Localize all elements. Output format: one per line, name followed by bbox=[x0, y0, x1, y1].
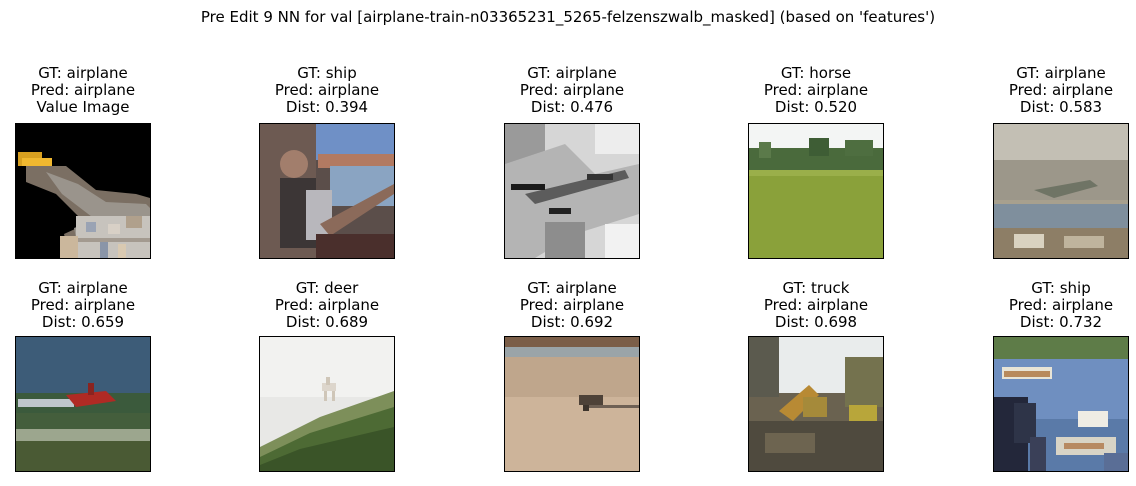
dist-label: Dist: 0.476 bbox=[530, 98, 614, 116]
gray-airplane-image bbox=[505, 124, 639, 258]
gt-label: GT: ship bbox=[297, 64, 357, 82]
gt-label: GT: airplane bbox=[527, 279, 617, 297]
dist-label: Dist: 0.698 bbox=[774, 313, 858, 331]
gt-label: GT: truck bbox=[782, 279, 850, 297]
neighbor-image bbox=[993, 336, 1129, 472]
dist-label: Dist: 0.583 bbox=[1019, 98, 1103, 116]
gt-label: GT: deer bbox=[295, 279, 359, 297]
gt-label: GT: airplane bbox=[38, 64, 128, 82]
gt-label: GT: airplane bbox=[38, 279, 128, 297]
pred-label: Pred: airplane bbox=[274, 81, 380, 99]
panel-caption: GT: airplane Pred: airplane Dist: 0.659 bbox=[0, 280, 191, 331]
dist-label: Dist: 0.692 bbox=[530, 313, 614, 331]
neighbor-image bbox=[15, 336, 151, 472]
query-image bbox=[15, 123, 151, 259]
seaplane-beach-image bbox=[505, 337, 639, 471]
pred-label: Pred: airplane bbox=[1008, 81, 1114, 99]
neighbor-image bbox=[504, 123, 640, 259]
boats-water-image bbox=[994, 337, 1128, 471]
panel-caption: GT: deer Pred: airplane Dist: 0.689 bbox=[219, 280, 435, 331]
pred-label: Pred: airplane bbox=[30, 81, 136, 99]
truck-excavator-image bbox=[749, 337, 883, 471]
dist-label: Dist: 0.659 bbox=[41, 313, 125, 331]
panel-caption: GT: airplane Pred: airplane Dist: 0.692 bbox=[464, 280, 680, 331]
neighbor-image bbox=[504, 336, 640, 472]
dist-label: Dist: 0.520 bbox=[774, 98, 858, 116]
gt-label: GT: airplane bbox=[527, 64, 617, 82]
figure-title: Pre Edit 9 NN for val [airplane-train-n0… bbox=[200, 8, 936, 26]
neighbor-image bbox=[259, 336, 395, 472]
cloudy-plane-image bbox=[994, 124, 1128, 258]
gt-label: GT: airplane bbox=[1016, 64, 1106, 82]
panel-caption: GT: horse Pred: airplane Dist: 0.520 bbox=[708, 65, 924, 116]
panel-caption: GT: ship Pred: airplane Dist: 0.394 bbox=[219, 65, 435, 116]
pred-label: Pred: airplane bbox=[1008, 296, 1114, 314]
pred-label: Pred: airplane bbox=[519, 296, 625, 314]
dist-label: Dist: 0.732 bbox=[1019, 313, 1103, 331]
gt-label: GT: horse bbox=[780, 64, 852, 82]
panel-caption: GT: truck Pred: airplane Dist: 0.698 bbox=[708, 280, 924, 331]
panel-caption: GT: airplane Pred: airplane Dist: 0.583 bbox=[953, 65, 1136, 116]
panel-caption: GT: airplane Pred: airplane Value Image bbox=[0, 65, 191, 116]
neighbor-image bbox=[748, 123, 884, 259]
neighbor-image bbox=[748, 336, 884, 472]
pred-label: Pred: airplane bbox=[30, 296, 136, 314]
panel-caption: GT: airplane Pred: airplane Dist: 0.476 bbox=[464, 65, 680, 116]
ship-people-image bbox=[260, 124, 394, 258]
neighbor-image bbox=[259, 123, 395, 259]
masked-airplane-image bbox=[16, 124, 150, 258]
pred-label: Pred: airplane bbox=[763, 81, 869, 99]
gt-label: GT: ship bbox=[1031, 279, 1091, 297]
dist-label: Dist: 0.689 bbox=[285, 313, 369, 331]
dist-label: Dist: 0.394 bbox=[285, 98, 369, 116]
value-image-label: Value Image bbox=[36, 98, 130, 116]
red-plane-runway-image bbox=[16, 337, 150, 471]
panel-caption: GT: ship Pred: airplane Dist: 0.732 bbox=[953, 280, 1136, 331]
pred-label: Pred: airplane bbox=[763, 296, 869, 314]
green-field-image bbox=[749, 124, 883, 258]
deer-hill-image bbox=[260, 337, 394, 471]
pred-label: Pred: airplane bbox=[519, 81, 625, 99]
neighbor-image bbox=[993, 123, 1129, 259]
pred-label: Pred: airplane bbox=[274, 296, 380, 314]
